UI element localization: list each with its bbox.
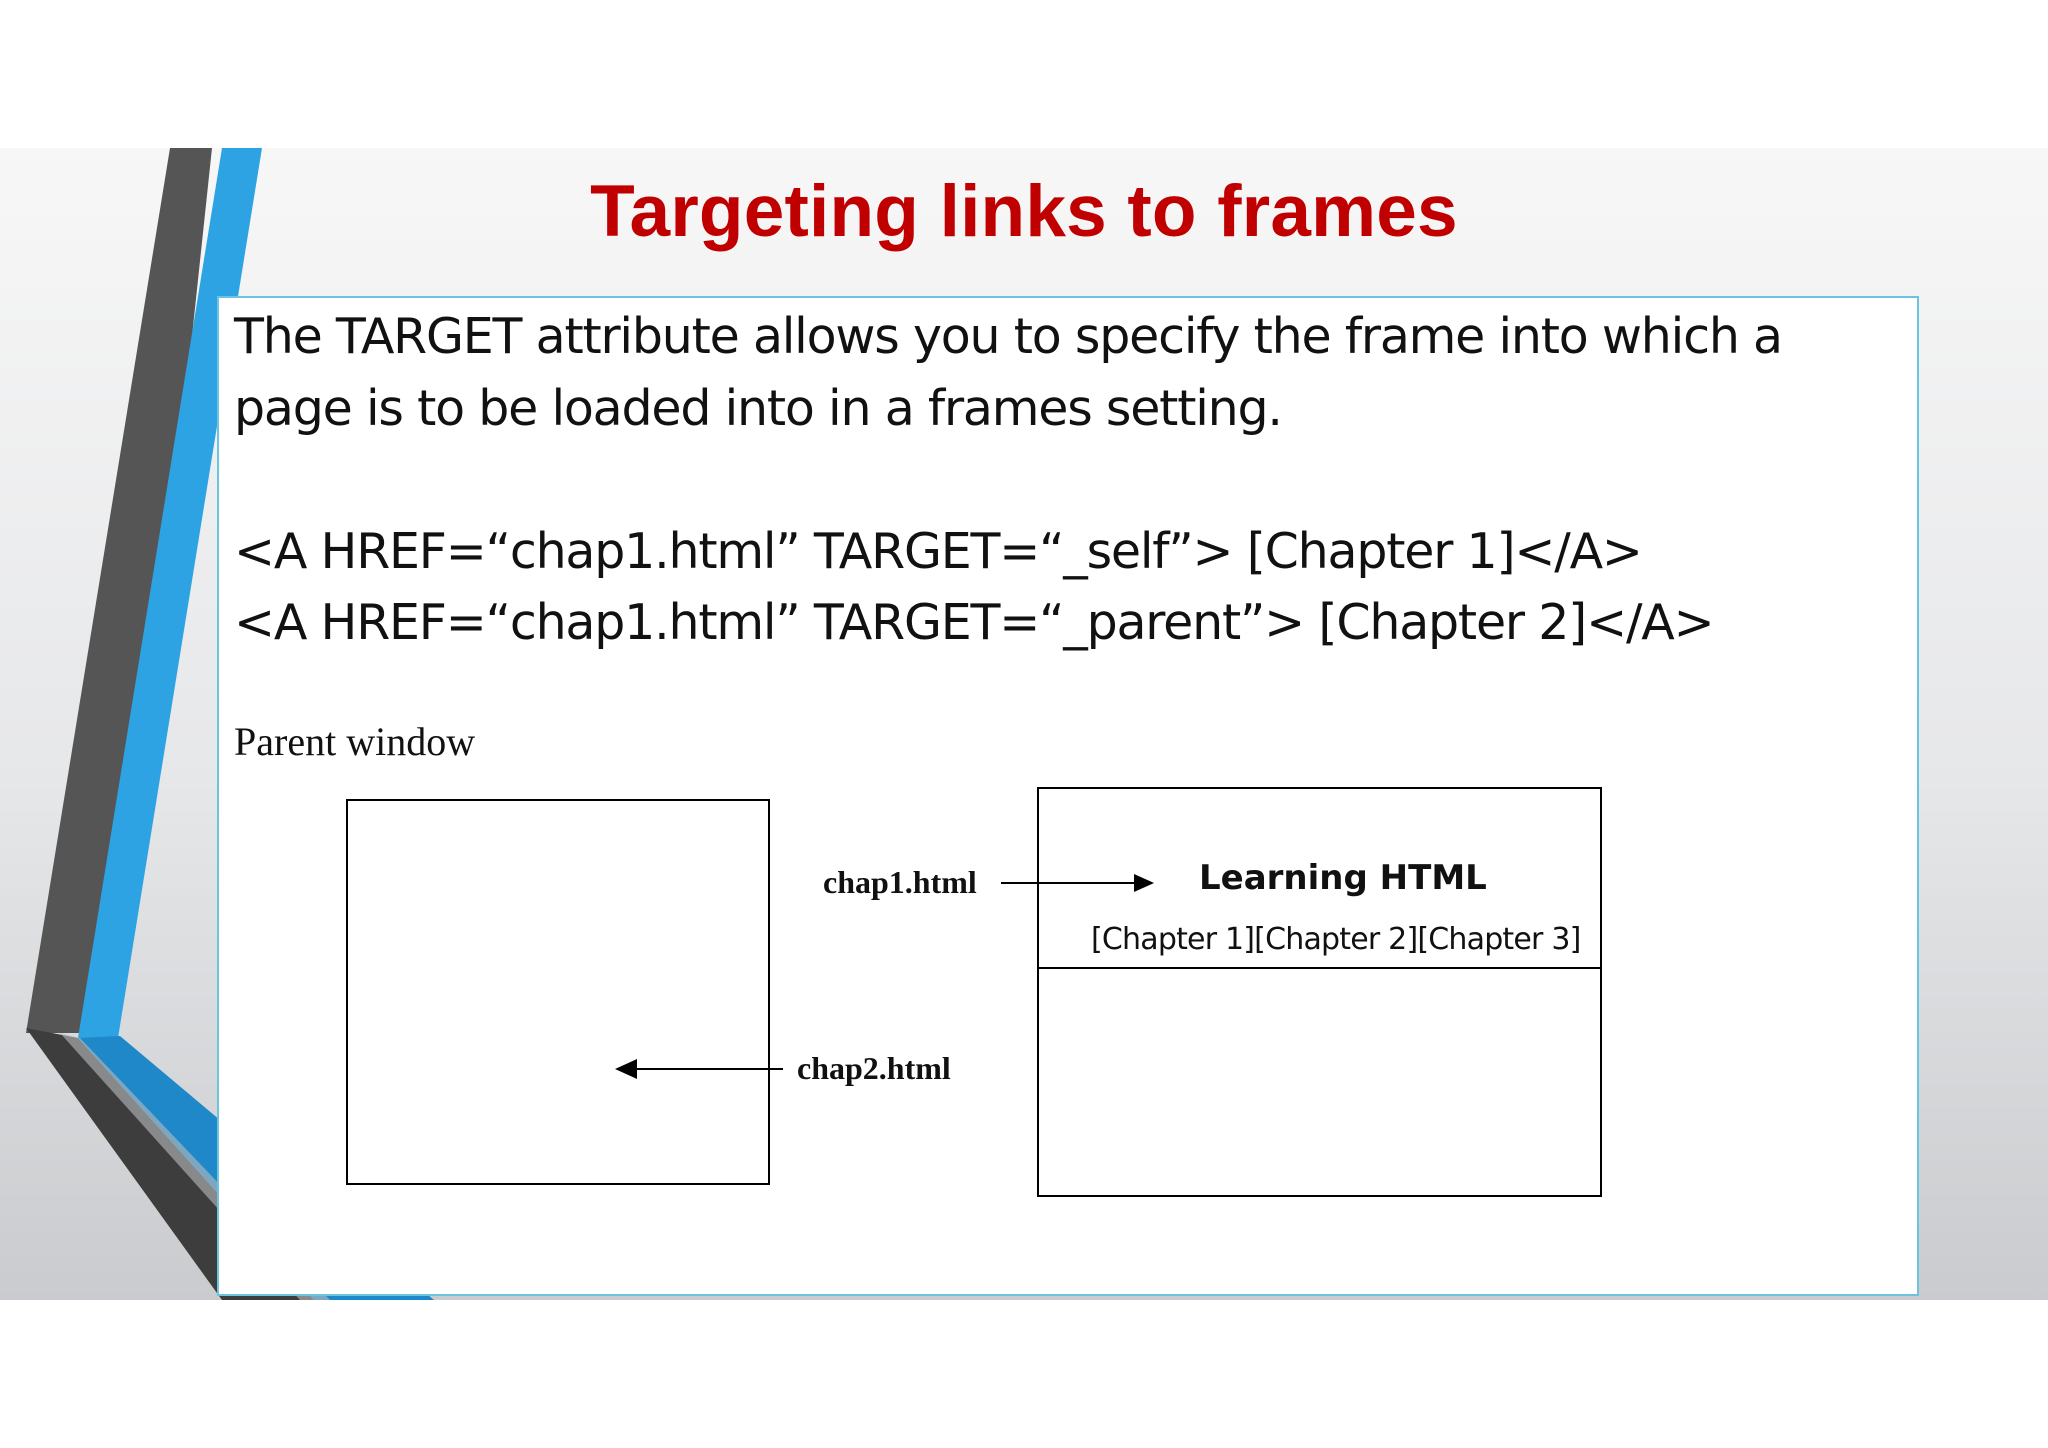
frameset-box xyxy=(1037,787,1602,1197)
code-line-self: <A HREF=“chap1.html” TARGET=“_self”> [Ch… xyxy=(234,523,1643,580)
dark-stripe-upper xyxy=(26,148,212,1033)
body-text-line-1: The TARGET attribute allows you to speci… xyxy=(234,308,1783,365)
parent-window-box xyxy=(346,799,770,1185)
code-line-parent: <A HREF=“chap1.html” TARGET=“_parent”> [… xyxy=(234,594,1715,651)
content-box: The TARGET attribute allows you to speci… xyxy=(217,296,1919,1296)
body-text-line-2: page is to be loaded into in a frames se… xyxy=(234,380,1283,437)
chap2-arrow-head xyxy=(615,1059,637,1079)
frame-heading: Learning HTML xyxy=(1199,858,1487,898)
chap1-label: chap1.html xyxy=(823,864,977,900)
chap2-label: chap2.html xyxy=(797,1050,951,1086)
blue-stripe-upper xyxy=(78,148,262,1038)
slide-title: Targeting links to frames xyxy=(590,171,1458,252)
frames-diagram xyxy=(346,787,1602,1197)
slide: Targeting links to frames The TARGET att… xyxy=(0,148,2048,1300)
frame-links: [Chapter 1][Chapter 2][Chapter 3] xyxy=(1091,922,1581,957)
parent-window-label: Parent window xyxy=(234,719,476,764)
chap1-arrow-head xyxy=(1134,874,1154,892)
